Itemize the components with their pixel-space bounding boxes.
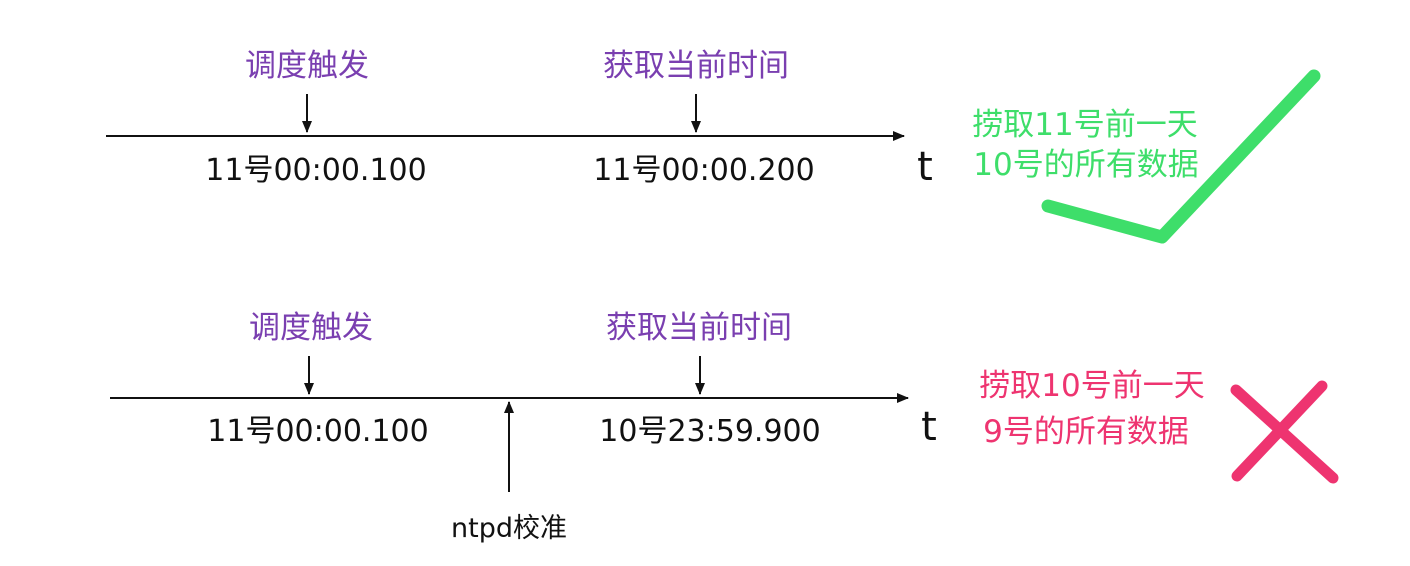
- event-time-get-current-time: 11号00:00.200: [593, 153, 814, 188]
- result-text-line1: 捞取10号前一天: [979, 368, 1204, 404]
- timeline-bottom: 调度触发 11号00:00.100 获取当前时间 10号23:59.900 nt…: [110, 310, 1339, 544]
- axis-label-t: t: [917, 144, 933, 190]
- cross-icon: [1230, 380, 1339, 484]
- event-time-schedule-trigger: 11号00:00.100: [207, 414, 428, 449]
- event-label-schedule-trigger: 调度触发: [249, 310, 373, 346]
- axis-label-t: t: [921, 404, 937, 450]
- result-text-line1: 捞取11号前一天: [972, 107, 1197, 143]
- timeline-top: 调度触发 11号00:00.100 获取当前时间 11号00:00.200 t …: [106, 48, 1321, 244]
- result-text-line2: 9号的所有数据: [983, 414, 1189, 450]
- event-label-get-current-time: 获取当前时间: [603, 48, 789, 84]
- result-text-line2: 10号的所有数据: [973, 147, 1198, 183]
- event-label-schedule-trigger: 调度触发: [245, 48, 369, 84]
- event-label-get-current-time: 获取当前时间: [606, 310, 792, 346]
- event-time-schedule-trigger: 11号00:00.100: [205, 153, 426, 188]
- check-icon: [1041, 69, 1321, 244]
- event-time-get-current-time: 10号23:59.900: [599, 414, 820, 449]
- ntpd-correction-label: ntpd校准: [451, 513, 567, 544]
